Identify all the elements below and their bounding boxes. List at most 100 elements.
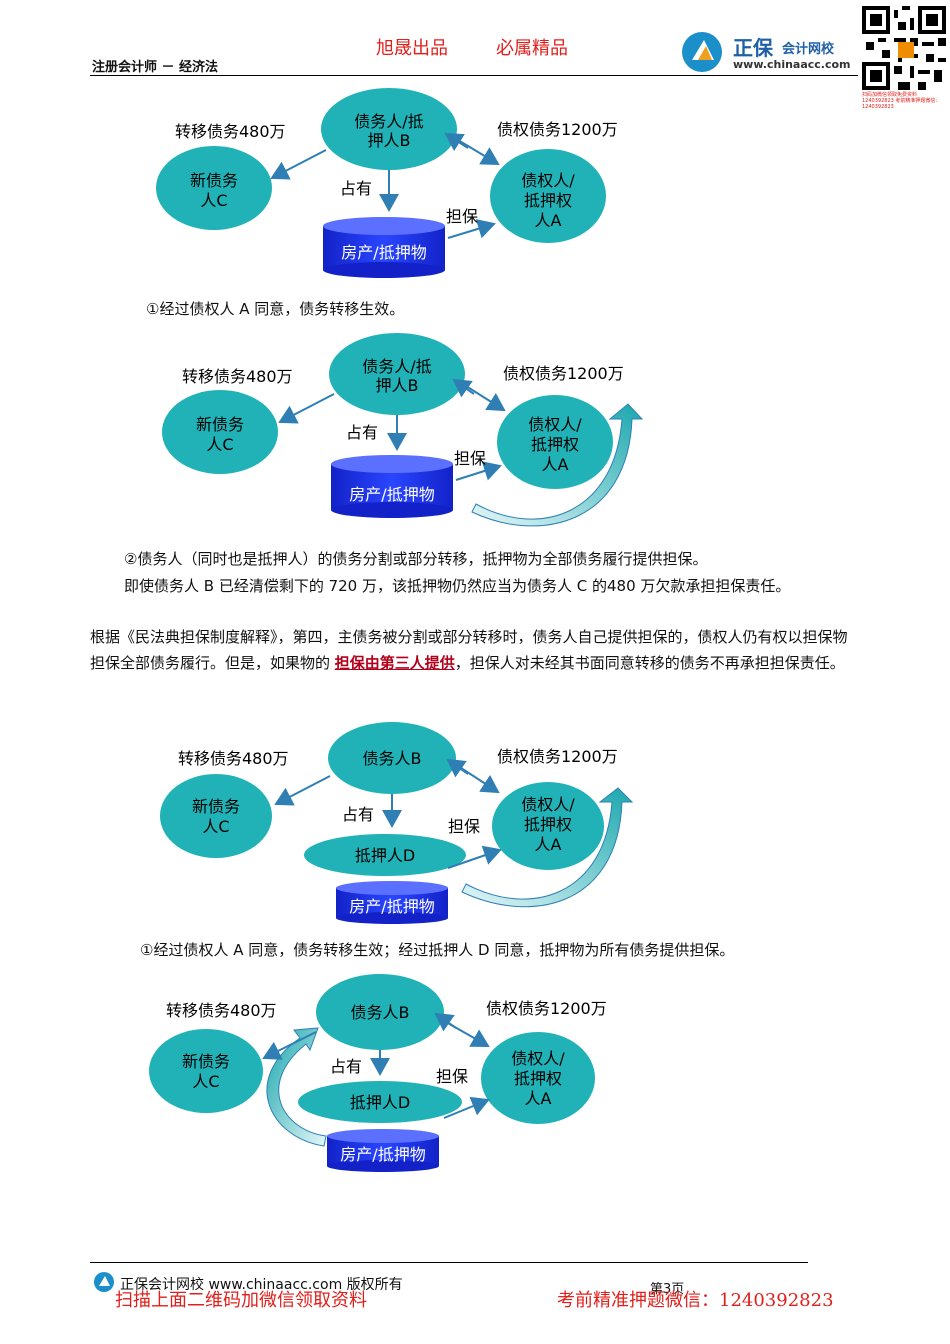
debtor-line-2: 押人B: [376, 376, 419, 395]
occupy-label: 占有: [340, 179, 372, 198]
new-debtor-line-2: 人C: [200, 191, 227, 210]
curved-guarantee-arrow: [471, 403, 644, 527]
course-title: 注册会计师 － 经济法: [92, 60, 219, 75]
caption-1: ①经过债权人 A 同意，债务转移生效。: [146, 300, 405, 318]
caption-2b: 即使债务人 B 已经清偿剩下的 720 万，该抵押物仍然应当为债务人 C 的48…: [124, 577, 791, 595]
guarantee-arrow: [447, 845, 502, 869]
brand-name: 正保: [733, 36, 773, 60]
property-cylinder: [336, 881, 448, 924]
occupy-label: 占有: [346, 423, 378, 442]
transfer-label: 转移债务480万: [166, 1001, 277, 1020]
transfer-label: 转移债务480万: [178, 749, 289, 768]
debtor-line-1: 债务人/抵: [354, 112, 423, 131]
debtor-line-1: 债务人/抵: [362, 357, 431, 376]
claim-arrow: [457, 765, 500, 794]
new-debtor-node: [162, 390, 278, 474]
curved-guarantee-arrow: [461, 787, 634, 908]
claim-arrow-back: [452, 378, 475, 398]
caption-3: ①经过债权人 A 同意，债务转移生效；经过抵押人 D 同意，抵押物为所有债务提供…: [140, 941, 735, 959]
new-debtor-line-1: 新债务: [196, 415, 244, 434]
creditor-line-3: 人A: [535, 211, 562, 230]
claim-arrow-back: [434, 1012, 457, 1032]
property-cylinder: [327, 1129, 439, 1172]
footer-copyright: 正保会计网校 www.chinaacc.com 版权所有: [120, 1277, 403, 1293]
curved-back-arrow: [266, 1027, 327, 1147]
creditor-line-1: 债权人/: [521, 171, 575, 190]
debtor-line-2: 押人B: [368, 131, 411, 150]
mortgagor-label: 抵押人D: [355, 846, 415, 865]
guarantee-label: 担保: [454, 449, 486, 468]
occupy-label: 占有: [330, 1057, 362, 1076]
creditor-line-2: 抵押权: [531, 435, 579, 454]
claim-label: 债权债务1200万: [497, 120, 618, 139]
explanation-paragraph: 根据《民法典担保制度解释》，第四，主债务被分割或部分转移时，债务人自己提供担保的…: [90, 624, 860, 676]
property-cylinder: [331, 455, 453, 518]
claim-label: 债权债务1200万: [503, 364, 624, 383]
claim-label: 债权债务1200万: [497, 747, 618, 766]
new-debtor-node: [156, 146, 272, 230]
guarantee-label: 担保: [436, 1067, 468, 1086]
new-debtor-line-1: 新债务: [192, 797, 240, 816]
slogan-2: 必属精品: [496, 38, 568, 59]
brand-url: www.chinaacc.com: [733, 58, 851, 71]
new-debtor-line-2: 人C: [202, 817, 229, 836]
creditor-node: [492, 782, 604, 870]
transfer-arrow: [278, 393, 335, 424]
property-label: 房产/抵押物: [349, 897, 434, 916]
promo-right: 考前精准押题微信：1240392823: [557, 1290, 834, 1311]
creditor-line-2: 抵押权: [524, 815, 572, 834]
transfer-label: 转移债务480万: [182, 367, 293, 386]
claim-arrow: [465, 385, 506, 412]
promo-left: 扫描上面二维码加微信领取资料: [115, 1290, 367, 1311]
property-label: 房产/抵押物: [349, 485, 434, 504]
new-debtor-line-1: 新债务: [182, 1052, 230, 1071]
new-debtor-node: [160, 774, 272, 858]
guarantee-arrow: [447, 219, 496, 239]
debtor-node: [329, 333, 465, 415]
transfer-label: 转移债务480万: [175, 122, 286, 141]
creditor-line-2: 抵押权: [514, 1069, 562, 1088]
new-debtor-node: [149, 1029, 263, 1113]
creditor-line-1: 债权人/: [521, 795, 575, 814]
mortgagor-node: [304, 834, 466, 876]
header-divider: [90, 75, 858, 76]
property-label: 房产/抵押物: [341, 243, 426, 262]
new-debtor-line-2: 人C: [192, 1072, 219, 1091]
diagram-4: 债务人B 新债务 人C 债权人/ 抵押权 人A 抵押人D 房产/抵押物 转移债务…: [149, 974, 607, 1172]
creditor-line-2: 抵押权: [524, 191, 572, 210]
debtor-node: [321, 88, 457, 170]
chinaacc-footer-logo-icon: [94, 1272, 114, 1292]
diagram-3: 债务人B 新债务 人C 债权人/ 抵押权 人A 抵押人D 房产/抵押物 转移债务…: [160, 722, 634, 924]
claim-label: 债权债务1200万: [486, 999, 607, 1018]
creditor-node: [481, 1032, 595, 1124]
guarantee-label: 担保: [446, 207, 478, 226]
new-debtor-line-1: 新债务: [190, 171, 238, 190]
qr-note: 扫码加微信领取免费资料 1240392823 考前精准押题微信：12403928…: [862, 92, 941, 110]
guarantee-label: 担保: [448, 817, 480, 836]
transfer-arrow: [262, 1031, 317, 1060]
page-number: 第3页: [650, 1282, 685, 1297]
property-cylinder: [323, 217, 445, 278]
chinaacc-logo-icon: [682, 32, 722, 72]
new-debtor-line-2: 人C: [206, 435, 233, 454]
claim-arrow: [457, 139, 500, 166]
creditor-node: [490, 149, 606, 243]
creditor-node: [497, 395, 613, 489]
mortgagor-label: 抵押人D: [350, 1093, 410, 1112]
diagram-1: 债务人/抵 押人B 新债务 人C 债权人/ 抵押权 人A 房产/抵押物 转移债务…: [156, 88, 618, 278]
debtor-label: 债务人B: [351, 1003, 410, 1022]
guarantee-arrow: [443, 1096, 490, 1119]
property-label: 房产/抵押物: [340, 1145, 425, 1164]
transfer-arrow: [270, 149, 327, 180]
diagram-2: 债务人/抵 押人B 新债务 人C 债权人/ 抵押权 人A 房产/抵押物 转移债务…: [162, 333, 644, 527]
claim-arrow-back: [446, 758, 469, 778]
paragraph-highlight: 担保由第三人提供: [334, 654, 455, 672]
slogan-1: 旭晟出品: [376, 38, 448, 59]
qr-code-icon[interactable]: [862, 6, 946, 90]
occupy-label: 占有: [342, 805, 374, 824]
paragraph-text-1: 根据《民法典担保制度解释》，第四，主债务被分割或部分转移时，债务人自己提供担保的…: [90, 628, 848, 672]
creditor-line-3: 人A: [535, 835, 562, 854]
creditor-line-1: 债权人/: [511, 1049, 565, 1068]
footer-divider: [90, 1262, 808, 1263]
creditor-line-3: 人A: [542, 455, 569, 474]
